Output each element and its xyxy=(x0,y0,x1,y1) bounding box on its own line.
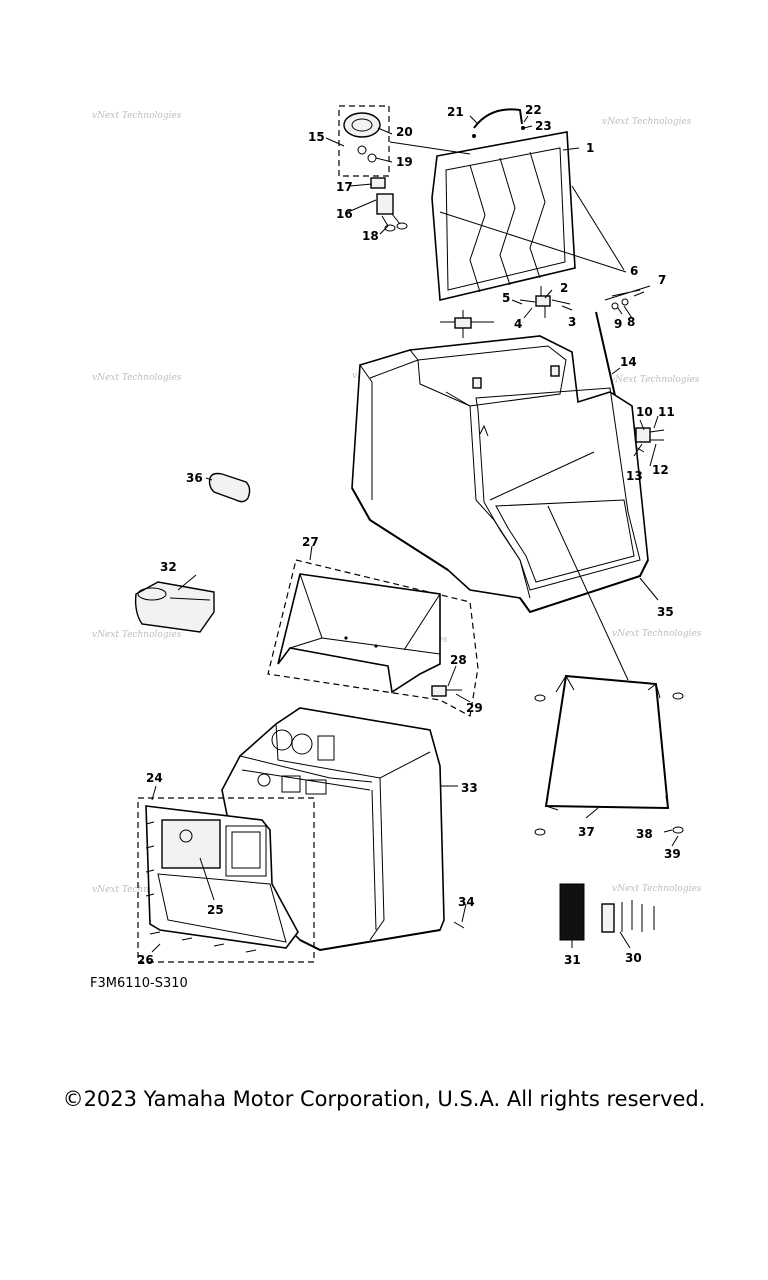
callout-33: 33 xyxy=(461,781,478,795)
callout-14: 14 xyxy=(620,355,637,369)
callout-13: 13 xyxy=(626,469,643,483)
callout-5: 5 xyxy=(502,291,510,305)
callout-29: 29 xyxy=(466,701,483,715)
watermark-1: vNext Technologies xyxy=(92,111,182,121)
watermark-9: vNext Technologies xyxy=(92,885,182,895)
callout-22: 22 xyxy=(525,103,542,117)
callout-19: 19 xyxy=(396,155,413,169)
callout-18: 18 xyxy=(362,229,379,243)
strut-hardware xyxy=(595,285,665,453)
copyright-notice: ©2023 Yamaha Motor Corporation, U.S.A. A… xyxy=(62,1087,706,1111)
cup-holder-tray-part xyxy=(134,581,215,633)
callout-8: 8 xyxy=(627,315,635,329)
watermark-8: vNext Technologies xyxy=(612,629,702,639)
callout-38: 38 xyxy=(636,827,653,841)
callout-20: 20 xyxy=(396,125,413,139)
callout-10: 10 xyxy=(636,405,653,419)
callout-numbers: 1 2 3 4 5 6 7 8 9 10 11 12 13 14 15 16 1… xyxy=(137,103,681,967)
dash-body-part xyxy=(221,707,445,952)
callout-32: 32 xyxy=(160,560,177,574)
callout-6: 6 xyxy=(630,264,638,278)
watermark-3: vNext Technologies xyxy=(92,373,182,383)
callout-37: 37 xyxy=(578,825,595,839)
toolkit-part xyxy=(559,883,655,941)
small-fastener-34 xyxy=(453,921,465,929)
watermark-11: vNext Technologies xyxy=(612,884,702,894)
leader-lines xyxy=(151,115,679,953)
callout-31: 31 xyxy=(564,953,581,967)
watermark-2: vNext Technologies xyxy=(602,117,692,127)
windshield-part xyxy=(431,131,576,301)
callout-15: 15 xyxy=(308,130,325,144)
callout-12: 12 xyxy=(652,463,669,477)
net-frame-part xyxy=(534,674,684,836)
callout-21: 21 xyxy=(447,105,464,119)
callout-34: 34 xyxy=(458,895,475,909)
diagram-code: F3M6110-S310 xyxy=(90,976,188,991)
cab-shell-part xyxy=(351,335,649,614)
callout-35: 35 xyxy=(657,605,674,619)
callout-7: 7 xyxy=(658,273,666,287)
callout-27: 27 xyxy=(302,535,319,549)
callout-39: 39 xyxy=(664,847,681,861)
lens-part xyxy=(208,472,251,503)
hinge-hardware xyxy=(440,286,571,338)
callout-3: 3 xyxy=(568,315,576,329)
callout-25: 25 xyxy=(207,903,224,917)
callout-4: 4 xyxy=(514,317,522,331)
callout-17: 17 xyxy=(336,180,353,194)
callout-16: 16 xyxy=(336,207,353,221)
callout-23: 23 xyxy=(535,119,552,133)
callout-30: 30 xyxy=(625,951,642,965)
panel-27-group xyxy=(267,559,479,717)
callout-28: 28 xyxy=(450,653,467,667)
lower-panel-group xyxy=(137,797,315,963)
wiper-motor-group xyxy=(338,105,408,232)
callout-36: 36 xyxy=(186,471,203,485)
callout-11: 11 xyxy=(658,405,675,419)
callout-1: 1 xyxy=(586,141,594,155)
watermark-5: vNext Technologies xyxy=(610,375,700,385)
callout-26: 26 xyxy=(137,953,154,967)
callout-24: 24 xyxy=(146,771,163,785)
callout-2: 2 xyxy=(560,281,568,295)
callout-9: 9 xyxy=(614,317,622,331)
watermark-6: vNext Technologies xyxy=(92,630,182,640)
grab-handle-part xyxy=(472,108,525,138)
